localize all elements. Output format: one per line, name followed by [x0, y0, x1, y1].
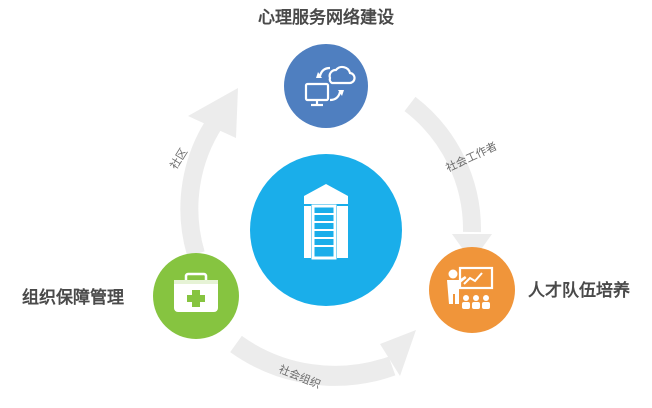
building-icon	[304, 184, 348, 260]
left-node-label: 组织保障管理	[22, 288, 124, 307]
arrow-left-head	[188, 88, 238, 138]
arrow-left-arc	[180, 112, 226, 257]
arrow-bottom-head	[380, 330, 416, 376]
arrow-right-arc	[404, 96, 482, 233]
teacher-training-icon	[447, 266, 494, 309]
top-node-circle	[284, 44, 368, 128]
top-node-label: 心理服务网络建设	[258, 8, 394, 27]
arrow-bottom-arc	[230, 335, 396, 386]
right-node-label: 人才队伍培养	[528, 281, 630, 300]
right-node-circle	[429, 247, 515, 333]
medical-kit-icon	[174, 272, 218, 312]
computer-cloud-sync-icon	[304, 65, 356, 107]
